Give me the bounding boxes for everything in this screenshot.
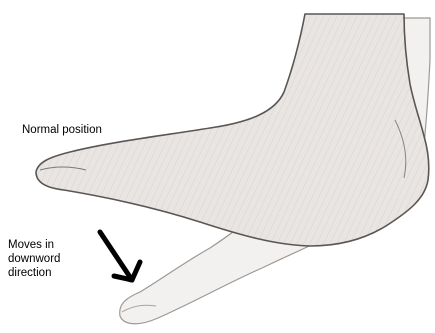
arrow-down-right-icon bbox=[100, 232, 140, 280]
normal-position-label: Normal position bbox=[22, 123, 102, 137]
moves-line-3: direction bbox=[8, 266, 60, 280]
moves-line-1: Moves in bbox=[8, 238, 60, 252]
moves-line-2: downword bbox=[8, 252, 60, 266]
moves-direction-label: Moves in downword direction bbox=[8, 238, 60, 280]
